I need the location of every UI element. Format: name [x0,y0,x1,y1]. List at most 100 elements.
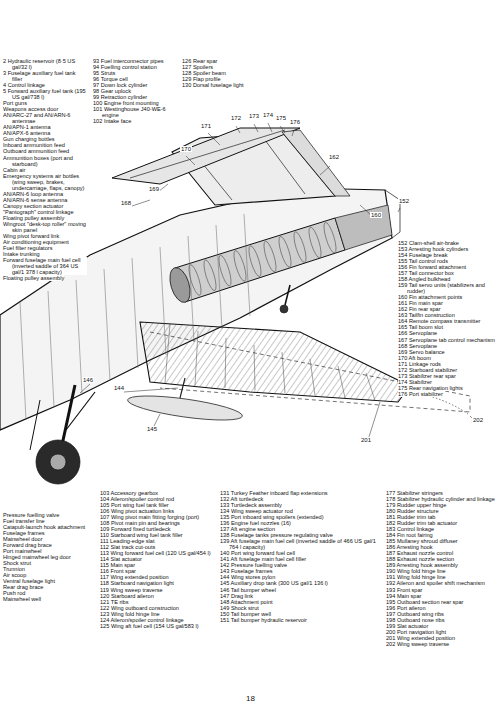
key-column: 131 Turkey Feather inboard flap extensio… [220,490,380,623]
key-column: 126 Rear spar127 Spoilers128 Spoiler bea… [182,58,266,88]
key-entry: 130 Dorsal fuselage light [182,82,244,88]
engine-ring [231,249,248,282]
callout-number: 152 [398,198,410,204]
page-number: 18 [246,694,255,703]
callout-number: 160 [370,212,382,218]
key-column: 152 Clam-shell air-brake153 Arresting ho… [398,240,497,397]
wing-rib [225,338,226,388]
stabilizer [112,128,300,184]
key-column: 93 Fuel interconnector pipes94 Fuelling … [93,58,183,124]
wing-rib [195,331,198,386]
callout-number: 172 [230,115,242,121]
engine-casing [175,218,345,302]
drag-brace [66,392,95,430]
callout-number: 171 [200,123,212,129]
fuselage-frame [132,258,138,368]
key-entry: 202 Wing sweep traverse [386,641,449,647]
tail-bumper-strut [285,285,290,305]
exhaust-nozzle [335,205,392,250]
fuselage-frame [216,225,222,329]
wheel-hub [50,454,66,470]
stabilizer-rear-spar [130,130,285,178]
wing-rib [254,345,255,391]
fuselage-frame [104,269,110,381]
leader-line [268,123,272,132]
mainwheel-door [30,400,40,450]
key-entry: 159 Tail servo units (stabilizers and ru… [398,282,497,294]
tail-bumper-wheel [280,305,288,313]
key-entry: 2 Hydraulic reservoir (8·5 US gal/32 l) [3,58,87,70]
key-entry: Wingroot "desk-top roller" moving skin p… [3,221,87,233]
callout-number: 144 [113,385,125,391]
engine-ring [261,240,278,273]
callout-number: 145 [146,426,158,432]
key-column: Pressure fuelling valveFuel transfer lin… [3,512,95,602]
leader-line [398,208,400,212]
leader-line [368,402,380,440]
callout-number: 202 [472,417,484,423]
callout-number: 201 [360,437,372,443]
key-entry: 151 Tail bumper hydraulic reservoir [220,617,307,623]
key-entry: Mainwheel well [3,596,41,602]
leader-line [254,124,258,132]
callout-number: 168 [120,200,132,206]
key-column: 2 Hydraulic reservoir (8·5 US gal/32 l)3… [3,58,87,281]
key-entry: 102 Intake face [93,118,131,124]
callout-number: 173 [248,113,260,119]
port-wing [140,322,410,402]
key-entry: 139 Aft fuselage main fuel cell (inverte… [220,538,380,550]
key-entry: 125 Wing aft fuel cell (154 US gal/583 l… [100,623,199,629]
key-entry: Floating pulley assembly [3,275,64,281]
illustration-group [0,123,474,484]
frame-repeats [20,214,375,420]
drop-tank [126,391,243,425]
key-column: 177 Stabilizer stringers178 Stabilizer h… [386,490,497,647]
wing-stores-pylon [180,378,185,398]
key-entry: Ammunition boxes (port and starboard) [3,155,87,167]
leader-line [292,130,294,136]
callout-number: 169 [148,186,160,192]
wing-rib [165,324,170,383]
wing-rib [282,352,285,393]
shock-strut [62,385,75,445]
engine-ring [246,245,263,278]
callout-number: 170 [180,146,192,152]
callout-number: 146 [82,377,94,383]
leader-line [320,166,330,175]
leader-line [186,156,195,165]
rudder [282,130,350,196]
key-entry: AN/ARC-27 and AN/ARN-6 antennae [3,112,87,124]
engine-ring [276,235,293,268]
leader-line [236,126,240,133]
fuselage-frame [188,236,194,342]
key-entry: 101 Westinghouse J40-WE-6 engine [93,106,183,118]
callout-number: 175 [275,115,287,121]
key-entry: 3 Fuselage auxiliary fuel tank filler [3,70,87,82]
port-mainwheel [36,440,80,484]
engine-ring [201,259,218,292]
leader-line [208,133,220,145]
intake-face [166,265,194,305]
key-column: 103 Accessory gearbox104 Aileron/spoiler… [100,490,214,629]
fuselage-frame [160,247,166,355]
leader-line [280,126,285,133]
wing-extended-outline [150,332,470,412]
wing-rib [310,359,315,396]
fuselage-frame [20,302,26,420]
engine-ring [306,226,323,259]
wing-rib [366,373,375,401]
callout-number: 176 [289,119,301,125]
engine-ring [291,231,308,264]
key-entry: 5 Forward auxiliary fuel tank (195 US ga… [3,88,87,100]
wing-rib [338,366,345,398]
engine-ring [186,264,203,297]
key-entry: 176 Port stabilizer [398,391,443,397]
key-entry: Emergency systems air bottles (wing swee… [3,173,87,191]
fuselage-frame [48,291,54,407]
callout-number: 162 [328,154,340,160]
fuselage-frame [244,214,250,316]
key-entry: Forward fuselage main fuel cell (inverte… [3,257,87,275]
engine-ring [321,221,338,254]
callout-number: 174 [262,112,274,118]
